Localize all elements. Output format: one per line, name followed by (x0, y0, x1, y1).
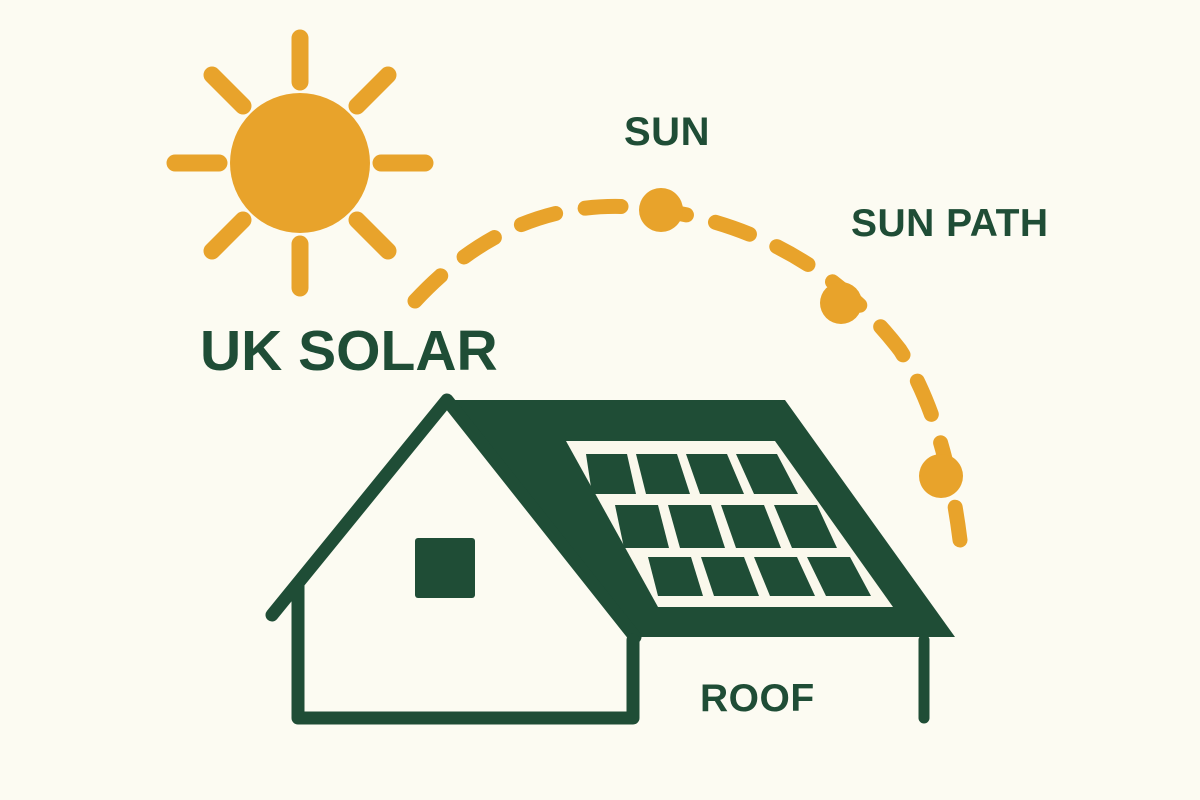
solar-cell-1-4 (736, 454, 798, 494)
solar-cell-2-4 (774, 505, 837, 548)
sun-ray-sw (203, 211, 252, 260)
solar-cell-2-2 (668, 505, 725, 548)
sun-ray-ne (348, 66, 397, 115)
window-icon (415, 538, 475, 598)
house-wall-outline (291, 578, 640, 725)
page-title: UK SOLAR (200, 319, 498, 383)
label-roof: ROOF (700, 677, 815, 720)
label-sun: SUN (624, 110, 710, 154)
sun-ray-nw (203, 66, 252, 115)
solar-cell-3-3 (754, 557, 815, 596)
sun-icon (166, 29, 434, 297)
roof-left-slope-outline (265, 393, 642, 644)
solar-cell-1-2 (636, 454, 690, 494)
solar-cell-3-1 (648, 557, 703, 596)
sun-position-dot-1 (639, 188, 683, 232)
solar-panel-row-3 (648, 557, 871, 596)
solar-panel-row-2 (615, 505, 837, 548)
solar-cell-2-1 (615, 505, 669, 548)
house-icon (265, 393, 955, 725)
sun-disc (230, 93, 370, 233)
solar-cell-3-2 (701, 557, 759, 596)
sun-path-dashed-arc-icon (407, 198, 968, 548)
solar-panel-row-1 (586, 454, 798, 494)
solar-cell-1-3 (686, 454, 744, 494)
solar-cell-2-3 (721, 505, 781, 548)
label-sun-path: SUN PATH (851, 202, 1049, 245)
solar-cell-1-1 (586, 454, 636, 494)
solar-cell-3-4 (807, 557, 871, 596)
sun-position-dot-3 (919, 454, 963, 498)
sun-ray-se (348, 211, 397, 260)
solar-panel-icon (566, 441, 893, 607)
sun-position-dot-2 (820, 282, 862, 324)
sun-rays (166, 29, 434, 297)
